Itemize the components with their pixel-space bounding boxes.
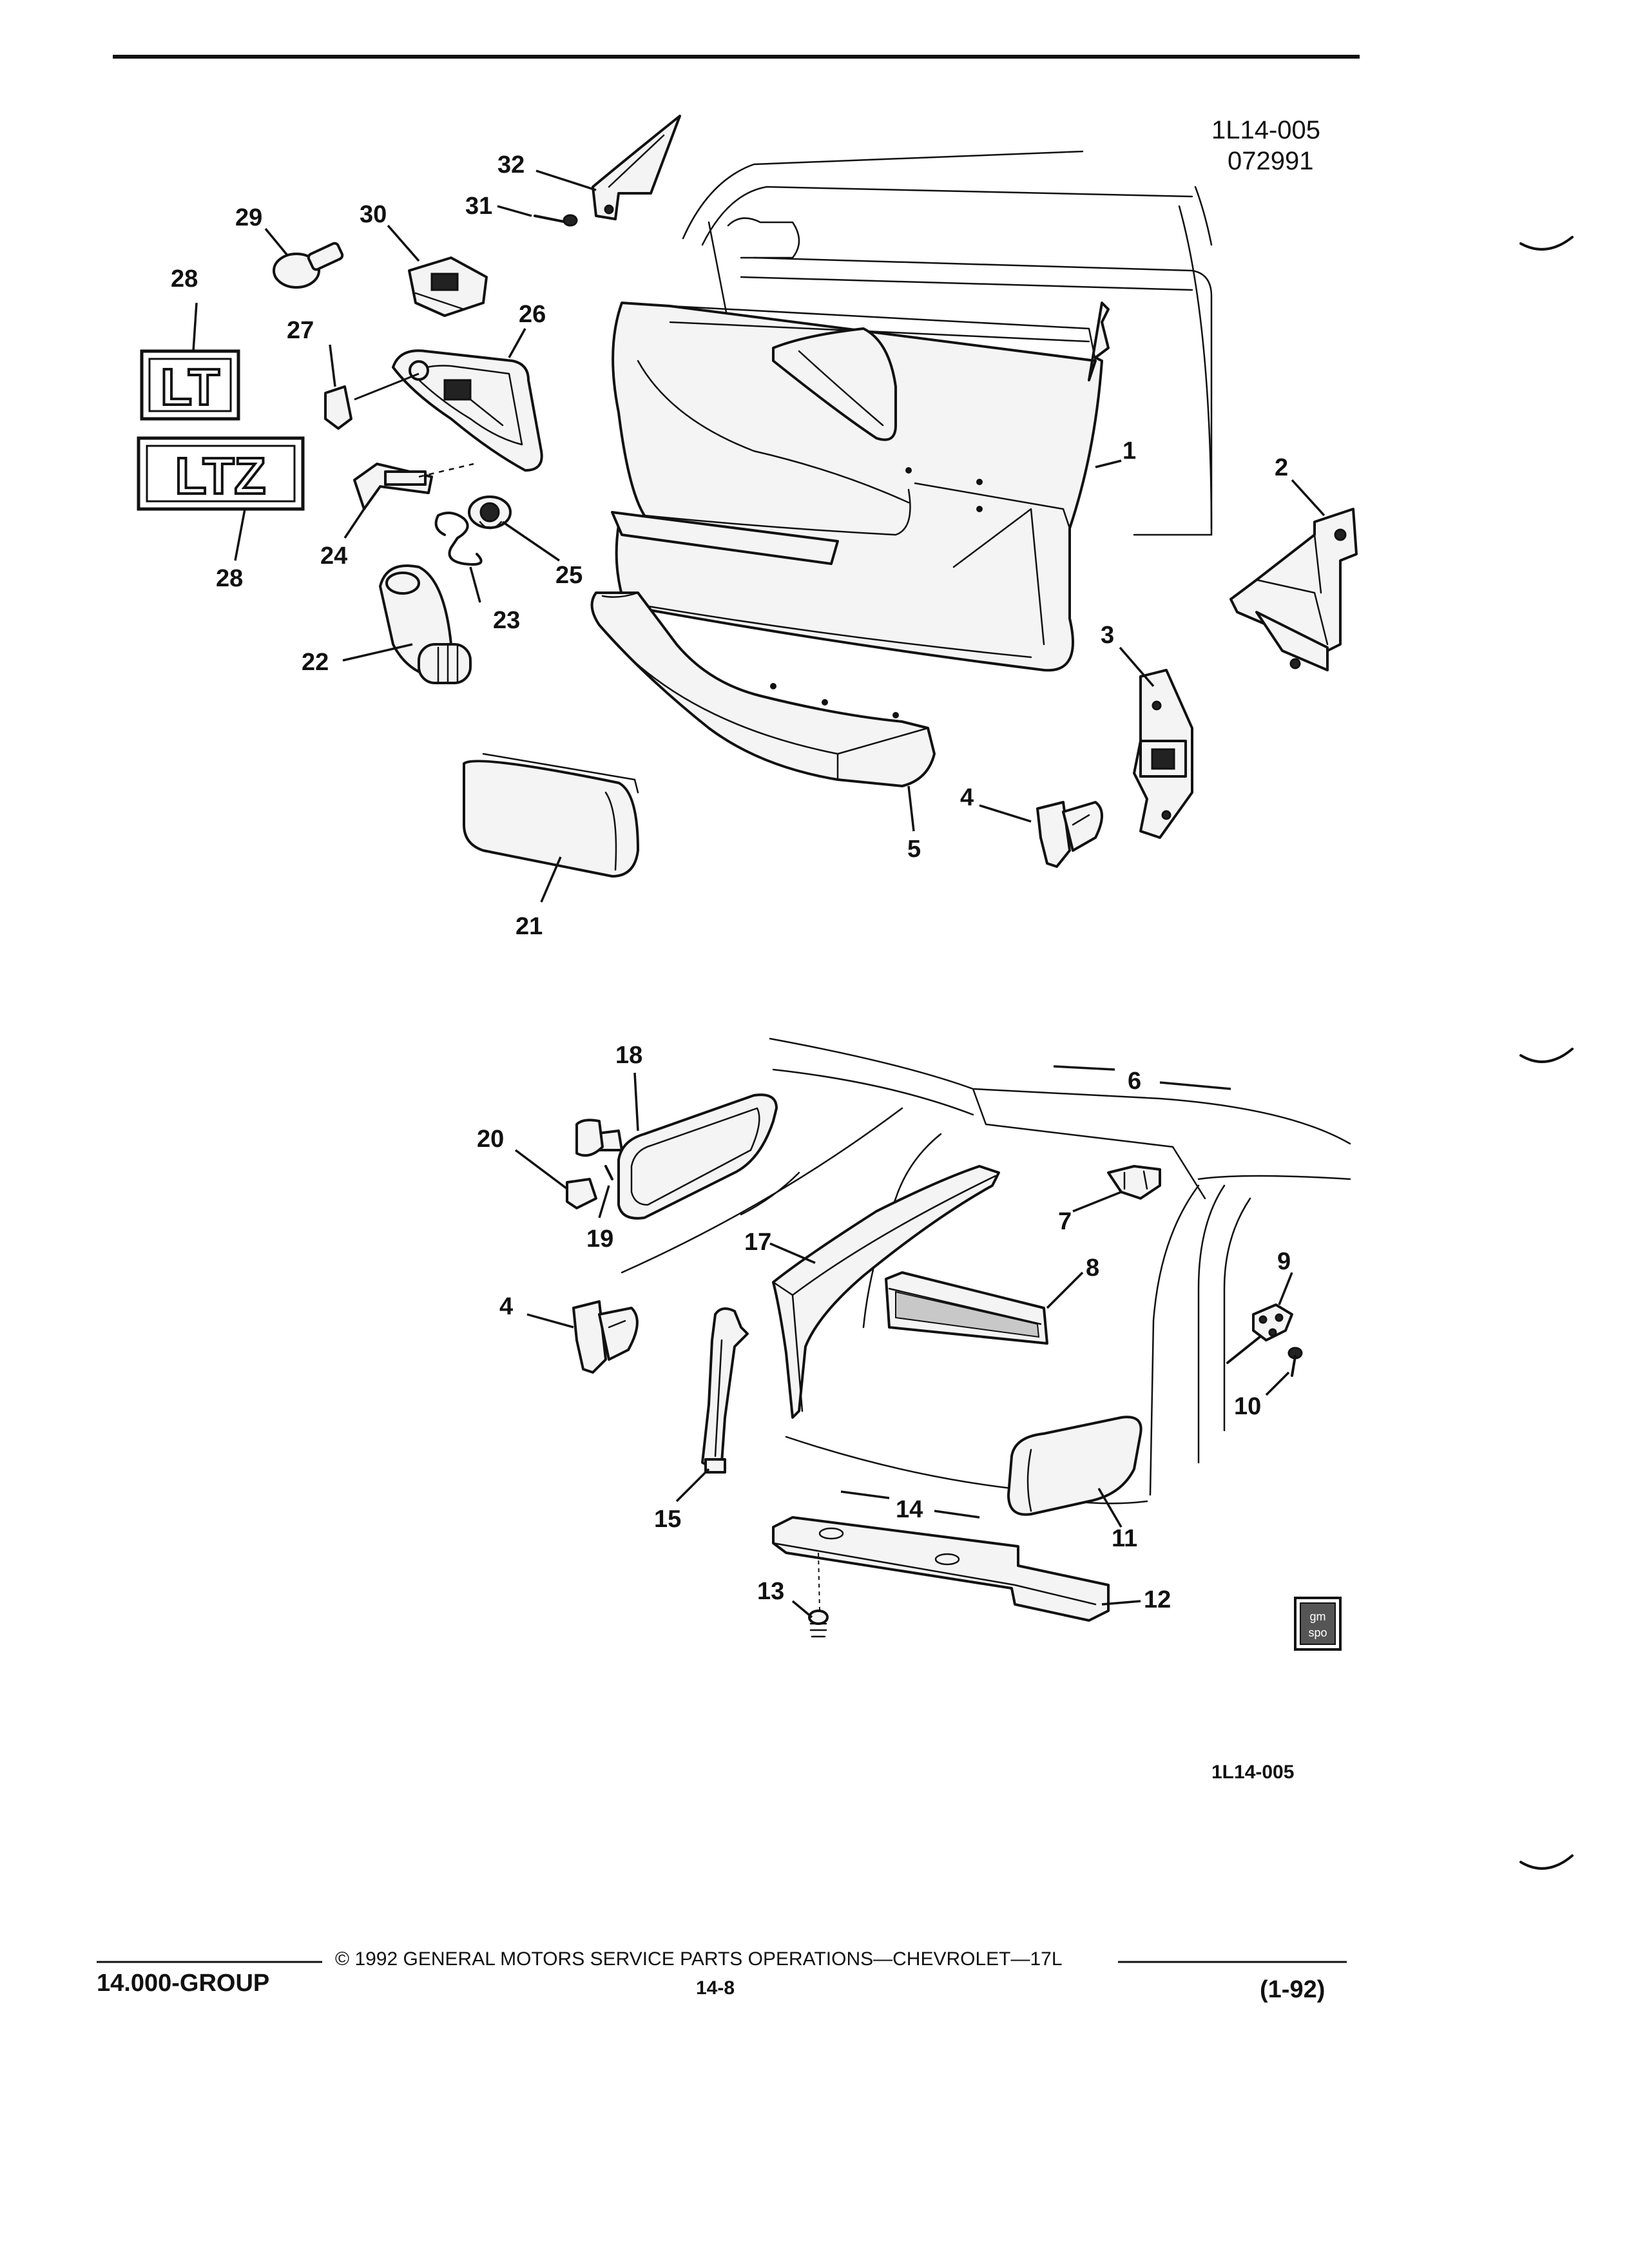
courtesy-lamp [575,1093,778,1220]
callout-14: 14 [896,1496,923,1523]
callout-19: 19 [586,1225,613,1253]
callout-20: 20 [477,1126,504,1153]
footer-revision: (1-92) [1260,1976,1325,2003]
handle-grommet [468,495,512,530]
lamp-switch [566,1178,597,1209]
crank-retainer-spring [434,512,483,566]
upper-leader-lines [192,169,1325,903]
inside-handle-bezel [392,349,543,472]
callout-28-bottom: 28 [216,565,243,592]
callout-28-top: 28 [171,265,198,293]
figure-code-top: 1L14-005 [1211,116,1320,144]
callout-10: 10 [1234,1393,1261,1420]
binding-mark-2 [1519,1048,1574,1063]
logo-text-bottom: spo [1308,1626,1327,1639]
callout-1: 1 [1123,437,1136,465]
door-frame [682,150,1213,536]
trim-clip-lower [572,1300,639,1374]
callout-29: 29 [235,204,262,231]
callout-13: 13 [757,1578,784,1605]
callout-22: 22 [302,649,329,676]
door-lock-knob [353,463,433,510]
pull-handle-bracket [1133,669,1193,839]
binding-mark-1 [1519,236,1574,251]
mirror-patch [592,115,681,220]
callout-11: 11 [1112,1525,1137,1552]
sunshade-support [1226,1303,1293,1364]
windshield-pillar-trim [772,1165,1000,1419]
callout-3: 3 [1101,622,1114,649]
mirror-screw [534,214,578,227]
pillar-garnish [701,1307,749,1474]
callout-5: 5 [907,836,921,863]
armrest [590,591,936,787]
ltz-badge: LTZ [137,436,305,511]
roof-rail-trim [885,1271,1048,1345]
sill-plate [772,1516,1110,1622]
callout-32: 32 [497,151,525,178]
armrest-bracket [1229,508,1358,671]
callout-25: 25 [555,562,583,589]
lower-leader-lines [514,1072,1293,1619]
map-pocket [463,753,639,878]
ltz-badge-text: LTZ [175,447,266,505]
door-trim-panel [611,302,1110,672]
callout-24: 24 [320,543,347,570]
callout-4-lower: 4 [499,1293,513,1320]
courtesy-lamp-bulb [273,242,344,289]
lt-badge: LT [140,349,240,421]
callout-30: 30 [360,201,387,228]
callout-8: 8 [1086,1254,1099,1282]
gm-spo-logo: gm spo [1294,1597,1342,1651]
callout-4-upper: 4 [960,784,974,811]
lt-badge-text: LT [160,358,220,416]
sunshade-screw [1287,1347,1303,1377]
binding-mark-3 [1519,1854,1574,1870]
headlining-leader-right [1159,1081,1231,1090]
footer-group: 14.000-GROUP [97,1970,269,1997]
callout-9: 9 [1277,1248,1291,1275]
footer-page-number: 14-8 [696,1977,735,1999]
callout-31: 31 [465,193,492,220]
lock-cover [324,385,352,430]
logo-text-top: gm [1309,1610,1325,1623]
sill-plate-screw [808,1552,829,1638]
headlining-leader-left [1053,1065,1115,1071]
callout-12: 12 [1144,1586,1171,1613]
callout-27: 27 [287,317,314,344]
lamp-screw [604,1165,613,1180]
callout-6: 6 [1128,1068,1141,1095]
sunshade-pad [1007,1416,1142,1516]
figure-code-bottom: 1L14-005 [1211,1762,1294,1783]
roof-body-outline [621,1037,1351,1504]
figure-date-code: 072991 [1228,147,1313,175]
footer-copyright: © 1992 GENERAL MOTORS SERVICE PARTS OPER… [335,1948,1063,1970]
callout-15: 15 [654,1506,681,1533]
callout-23: 23 [493,607,520,634]
window-crank-handle [379,564,472,684]
callout-18: 18 [615,1042,642,1069]
callout-26: 26 [519,301,546,328]
callout-21: 21 [516,913,543,940]
callout-7: 7 [1058,1208,1072,1235]
callout-17: 17 [744,1229,771,1256]
callout-2: 2 [1275,454,1288,481]
window-switch [408,256,488,317]
trim-clip-upper [1036,801,1103,868]
